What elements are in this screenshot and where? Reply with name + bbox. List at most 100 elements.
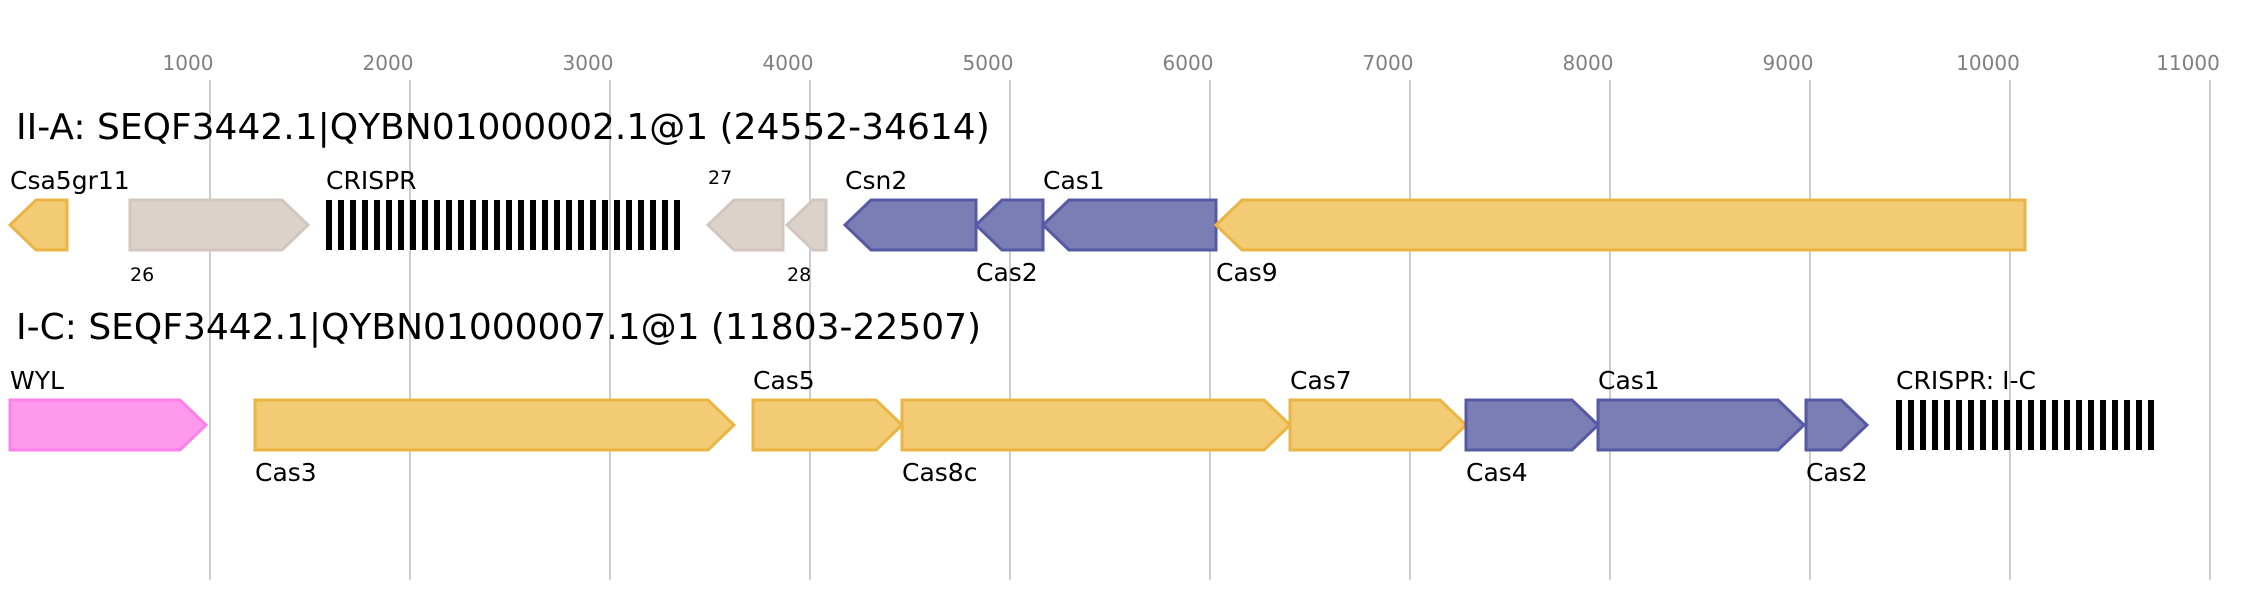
axis-tick-label: 1000 <box>163 51 214 75</box>
crispr-repeat <box>650 200 656 250</box>
crispr-repeat <box>374 200 380 250</box>
axis-tick-label: 2000 <box>363 51 414 75</box>
gene-label-27: 27 <box>708 167 732 189</box>
crispr-repeat <box>350 200 356 250</box>
crispr-repeat <box>626 200 632 250</box>
crispr-repeat <box>530 200 536 250</box>
crispr-repeat <box>566 200 572 250</box>
crispr-repeat <box>2136 400 2142 450</box>
gene-label-cas2: Cas2 <box>1806 458 1868 487</box>
crispr-repeat <box>2028 400 2034 450</box>
gene-label-26: 26 <box>130 264 154 286</box>
gene-arrow-cas2 <box>973 198 1045 252</box>
crispr-repeat <box>1968 400 1974 450</box>
crispr-repeat <box>482 200 488 250</box>
locus-title-ii-a: II-A: SEQF3442.1|QYBN01000002.1@1 (24552… <box>16 107 990 148</box>
gene-label-wyl: WYL <box>10 366 64 395</box>
crispr-repeat <box>554 200 560 250</box>
crispr-repeat <box>326 200 332 250</box>
grid-lines <box>209 80 2211 580</box>
crispr-repeat <box>2124 400 2130 450</box>
crispr-repeat <box>2052 400 2058 450</box>
crispr-repeat <box>1992 400 1998 450</box>
crispr-repeat <box>1980 400 1986 450</box>
axis-tick-label: 10000 <box>1956 51 2020 75</box>
gene-arrow-28 <box>784 198 828 252</box>
crispr-repeat <box>494 200 500 250</box>
crispr-repeat <box>674 200 680 250</box>
gene-arrow-cas1 <box>1040 198 1218 252</box>
axis-tick-label: 8000 <box>1563 51 1614 75</box>
gene-label-csa5gr11: Csa5gr11 <box>10 166 130 195</box>
gene-arrow-wyl <box>8 398 209 452</box>
crispr-repeat <box>2148 400 2154 450</box>
crispr-repeat <box>542 200 548 250</box>
gene-label-cas5: Cas5 <box>753 366 815 395</box>
gene-label-crispr: CRISPR <box>326 166 417 195</box>
crispr-repeat <box>2088 400 2094 450</box>
gene-label-cas4: Cas4 <box>1466 458 1528 487</box>
crispr-repeat <box>338 200 344 250</box>
crispr-repeat <box>2100 400 2106 450</box>
gene-label-cas1: Cas1 <box>1598 366 1660 395</box>
gene-arrow-26 <box>128 198 311 252</box>
gene-arrow-27 <box>705 198 785 252</box>
gene-arrow-csn2 <box>842 198 978 252</box>
crispr-repeat <box>1956 400 1962 450</box>
axis-tick-label: 3000 <box>563 51 614 75</box>
axis-tick-label: 7000 <box>1363 51 1414 75</box>
gene-arrow-csa5gr11 <box>7 198 69 252</box>
crispr-repeat <box>398 200 404 250</box>
gene-label-crispr-i-c: CRISPR: I-C <box>1896 366 2036 395</box>
gene-label-cas3: Cas3 <box>255 458 317 487</box>
gene-label-cas1: Cas1 <box>1043 166 1105 195</box>
crispr-repeat <box>2076 400 2082 450</box>
crispr-array <box>1896 400 2154 450</box>
locus-i-c: I-C: SEQF3442.1|QYBN01000007.1@1 (11803-… <box>8 307 2154 487</box>
gene-label-cas8c: Cas8c <box>902 458 977 487</box>
locus-title-i-c: I-C: SEQF3442.1|QYBN01000007.1@1 (11803-… <box>16 307 981 348</box>
crispr-repeat <box>518 200 524 250</box>
gene-arrow-cas8c <box>900 398 1293 452</box>
crispr-repeat <box>638 200 644 250</box>
crispr-repeat <box>2016 400 2022 450</box>
crispr-repeat <box>1896 400 1902 450</box>
crispr-repeat <box>662 200 668 250</box>
crispr-repeat <box>1908 400 1914 450</box>
crispr-repeat <box>2004 400 2010 450</box>
crispr-repeat <box>1944 400 1950 450</box>
crispr-repeat <box>1920 400 1926 450</box>
crispr-repeat <box>434 200 440 250</box>
crispr-repeat <box>446 200 452 250</box>
gene-arrow-cas1 <box>1596 398 1807 452</box>
crispr-array <box>326 200 680 250</box>
crispr-repeat <box>506 200 512 250</box>
crispr-repeat <box>1932 400 1938 450</box>
gene-arrow-cas2 <box>1804 398 1870 452</box>
axis-tick-label: 5000 <box>963 51 1014 75</box>
gene-arrow-cas9 <box>1213 198 2027 252</box>
crispr-repeat <box>410 200 416 250</box>
crispr-repeat <box>578 200 584 250</box>
crispr-repeat <box>2112 400 2118 450</box>
axis-tick-label: 11000 <box>2156 51 2220 75</box>
axis-tick-label: 9000 <box>1763 51 1814 75</box>
crispr-repeat <box>458 200 464 250</box>
crispr-repeat <box>602 200 608 250</box>
axis-tick-label: 6000 <box>1163 51 1214 75</box>
gene-label-csn2: Csn2 <box>845 166 907 195</box>
gene-arrow-cas4 <box>1464 398 1601 452</box>
crispr-repeat <box>422 200 428 250</box>
gene-label-cas7: Cas7 <box>1290 366 1352 395</box>
crispr-repeat <box>614 200 620 250</box>
gene-arrow-cas3 <box>253 398 737 452</box>
crispr-repeat <box>362 200 368 250</box>
gene-arrow-cas5 <box>751 398 905 452</box>
gene-arrow-cas7 <box>1288 398 1469 452</box>
locus-ii-a: II-A: SEQF3442.1|QYBN01000002.1@1 (24552… <box>7 107 2027 287</box>
crispr-repeat <box>2040 400 2046 450</box>
